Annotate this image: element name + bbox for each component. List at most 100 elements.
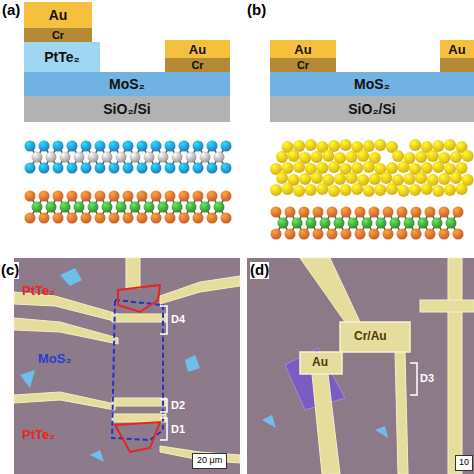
atom bbox=[453, 229, 464, 240]
electrode bbox=[160, 276, 240, 304]
atom bbox=[179, 163, 190, 174]
atom bbox=[351, 183, 363, 195]
micrograph-ground bbox=[247, 258, 474, 474]
atom bbox=[39, 141, 50, 152]
electrode bbox=[395, 352, 408, 474]
atom bbox=[293, 161, 305, 173]
atom bbox=[355, 229, 366, 240]
atom bbox=[95, 191, 106, 202]
atom bbox=[299, 229, 310, 240]
atom bbox=[88, 202, 99, 213]
atom bbox=[432, 161, 444, 173]
atom bbox=[39, 191, 50, 202]
atom bbox=[67, 163, 78, 174]
electrode bbox=[300, 258, 360, 322]
atom bbox=[278, 218, 289, 229]
atom bbox=[165, 163, 176, 174]
atom bbox=[340, 139, 352, 151]
atom bbox=[214, 202, 225, 213]
atom bbox=[25, 163, 36, 174]
atom bbox=[392, 150, 404, 162]
flake bbox=[20, 370, 35, 388]
atom bbox=[355, 207, 366, 218]
atom bbox=[207, 141, 218, 152]
atom bbox=[334, 218, 345, 229]
device-label: D3 bbox=[420, 372, 434, 384]
layer-name: MoS₂ bbox=[354, 77, 390, 91]
atom bbox=[81, 191, 92, 202]
atom bbox=[179, 141, 190, 152]
atom bbox=[270, 184, 282, 196]
layer-band: Au bbox=[165, 40, 230, 58]
electrode bbox=[14, 318, 118, 344]
atom bbox=[411, 207, 422, 218]
atom bbox=[386, 183, 398, 195]
atom bbox=[151, 191, 162, 202]
atom bbox=[200, 152, 211, 163]
atom bbox=[25, 213, 36, 224]
atom bbox=[207, 213, 218, 224]
atom bbox=[411, 229, 422, 240]
atom bbox=[453, 207, 464, 218]
atom bbox=[334, 173, 346, 185]
electrode bbox=[340, 322, 410, 352]
atom bbox=[346, 151, 358, 163]
layer-name: SiO₂/Si bbox=[348, 102, 395, 116]
layer-band: MoS₂ bbox=[24, 72, 230, 96]
atom bbox=[67, 141, 78, 152]
atom bbox=[53, 163, 64, 174]
layer-name: MoS₂ bbox=[109, 77, 145, 91]
flake bbox=[60, 268, 82, 286]
atom bbox=[271, 229, 282, 240]
atom bbox=[25, 141, 36, 152]
atom bbox=[328, 161, 340, 173]
atom bbox=[444, 184, 456, 196]
atom bbox=[450, 151, 462, 163]
electrode bbox=[420, 300, 474, 312]
atom bbox=[193, 213, 204, 224]
atom bbox=[39, 163, 50, 174]
electrode bbox=[126, 258, 140, 288]
atom bbox=[60, 152, 71, 163]
atom bbox=[311, 172, 323, 184]
atom bbox=[409, 184, 421, 196]
atom bbox=[186, 152, 197, 163]
flake bbox=[375, 426, 388, 438]
atom bbox=[123, 191, 134, 202]
atom bbox=[313, 229, 324, 240]
electrode-label: Au bbox=[312, 356, 328, 369]
atom bbox=[282, 183, 294, 195]
atom bbox=[374, 184, 386, 196]
atom bbox=[179, 213, 190, 224]
atom bbox=[46, 202, 57, 213]
atom bbox=[207, 191, 218, 202]
bracket bbox=[160, 418, 167, 440]
atom-model bbox=[25, 139, 474, 240]
atom bbox=[165, 213, 176, 224]
micrograph bbox=[247, 258, 474, 474]
atom bbox=[320, 218, 331, 229]
atom bbox=[462, 150, 474, 162]
atom bbox=[123, 163, 134, 174]
atom bbox=[172, 152, 183, 163]
bonds bbox=[30, 146, 458, 234]
atom bbox=[130, 152, 141, 163]
material-label: PtTe₂ bbox=[22, 284, 55, 298]
atom bbox=[102, 152, 113, 163]
atom bbox=[383, 207, 394, 218]
panel-label: (a) bbox=[2, 2, 20, 19]
electrode bbox=[300, 352, 342, 374]
atom bbox=[421, 183, 433, 195]
atom bbox=[137, 163, 148, 174]
atom bbox=[221, 213, 232, 224]
atom bbox=[158, 152, 169, 163]
electrode bbox=[112, 314, 166, 322]
atom bbox=[60, 202, 71, 213]
layer-name: Cr bbox=[297, 60, 309, 71]
atom bbox=[151, 141, 162, 152]
panel-label: (b) bbox=[247, 2, 266, 19]
layer-band: Au bbox=[24, 2, 92, 28]
atom bbox=[137, 213, 148, 224]
atom bbox=[285, 229, 296, 240]
atom bbox=[109, 141, 120, 152]
